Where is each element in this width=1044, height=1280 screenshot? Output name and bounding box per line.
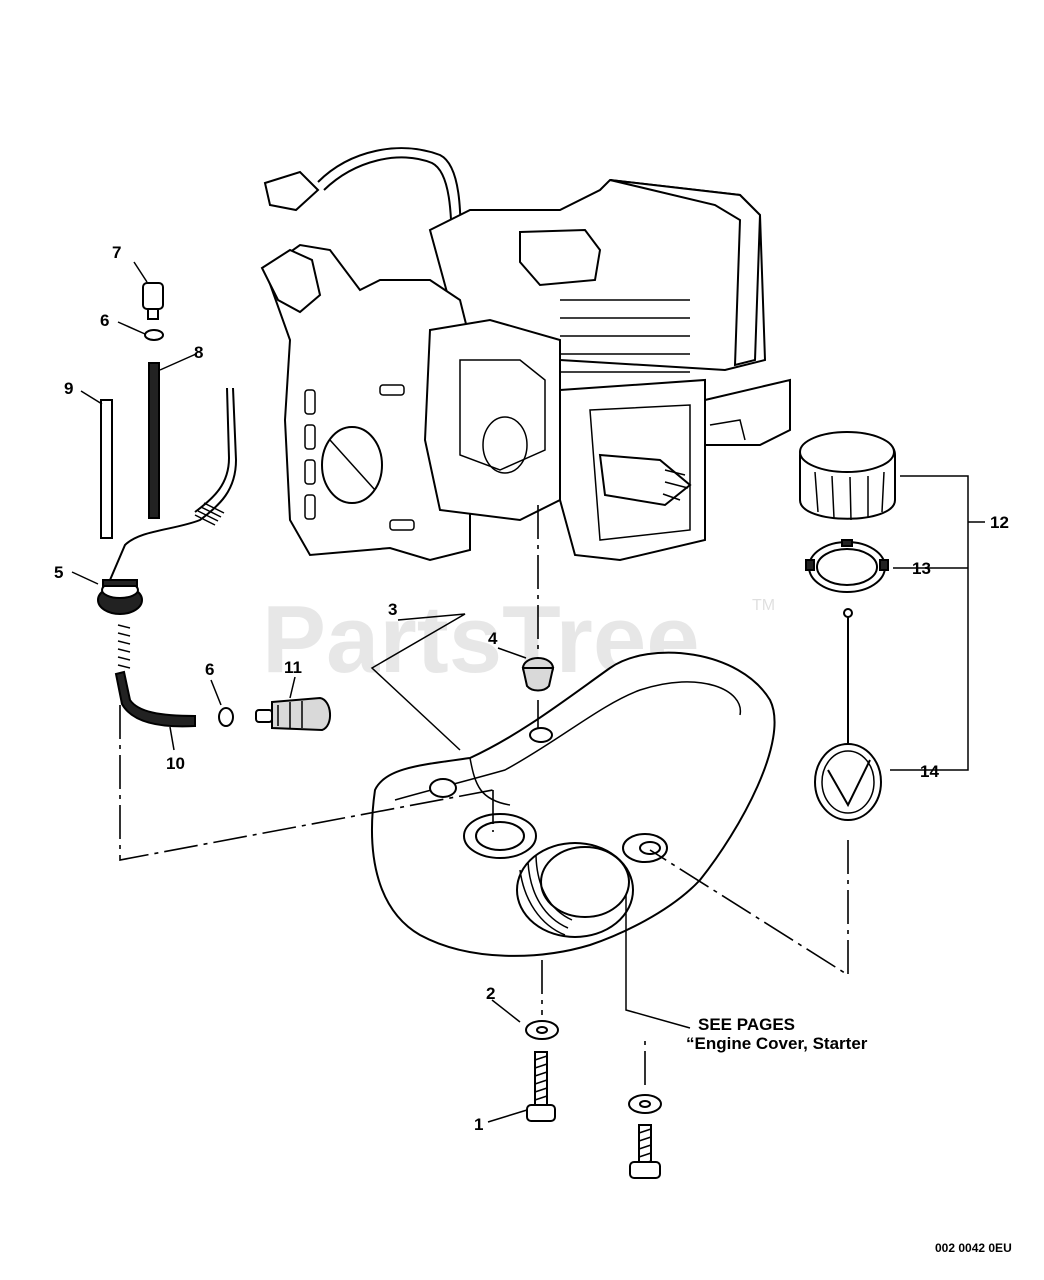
engine-assembly [260, 147, 791, 562]
watermark-trademark: TM [752, 597, 775, 614]
callout-numbers: 7 6 8 9 5 3 4 6 11 10 12 13 14 2 1 [54, 243, 1009, 1134]
spark-plug-boot [263, 170, 320, 212]
callout-2: 2 [486, 984, 495, 1003]
callout-1: 1 [474, 1115, 483, 1134]
callout-6-bottom: 6 [205, 660, 214, 679]
part-6-o-ring-bottom [218, 707, 234, 727]
part-11-fuel-filter [255, 696, 331, 732]
part-6-o-ring-top [144, 329, 164, 341]
part-5-grommet [97, 579, 143, 615]
diagram-code: 002 0042 0EU [935, 1241, 1012, 1255]
part-8-fuel-tube [148, 362, 160, 519]
fuel-tank [371, 651, 776, 957]
callout-14: 14 [920, 762, 939, 781]
callout-3: 3 [388, 600, 397, 619]
fuel-hose [109, 387, 238, 581]
callout-11: 11 [284, 658, 302, 677]
part-1-screw [526, 1051, 556, 1122]
callout-13: 13 [912, 559, 931, 578]
callout-8: 8 [194, 343, 203, 362]
callout-7: 7 [112, 243, 121, 262]
callout-12: 12 [990, 513, 1009, 532]
part-14-strap [814, 608, 882, 821]
callout-10: 10 [166, 754, 185, 773]
carburetor [423, 318, 561, 522]
callout-5: 5 [54, 563, 63, 582]
part-13-gasket-ring [805, 539, 889, 593]
part-7-fitting [142, 282, 164, 320]
part-12-fuel-cap [799, 431, 896, 521]
callout-4: 4 [488, 629, 498, 648]
part-4-grommet [521, 657, 555, 692]
drive-shaft [598, 453, 692, 507]
see-pages-note-line1: SEE PAGES [698, 1015, 795, 1034]
part-9-fuel-tube [100, 399, 113, 539]
part-10-hose [114, 670, 196, 728]
screw-right [629, 1124, 661, 1179]
callout-6-top: 6 [100, 311, 109, 330]
assembly-centerlines [119, 505, 849, 1085]
leader-lines [71, 261, 985, 1123]
see-pages-note-line2: “Engine Cover, Starter [686, 1034, 868, 1053]
callout-9: 9 [64, 379, 73, 398]
